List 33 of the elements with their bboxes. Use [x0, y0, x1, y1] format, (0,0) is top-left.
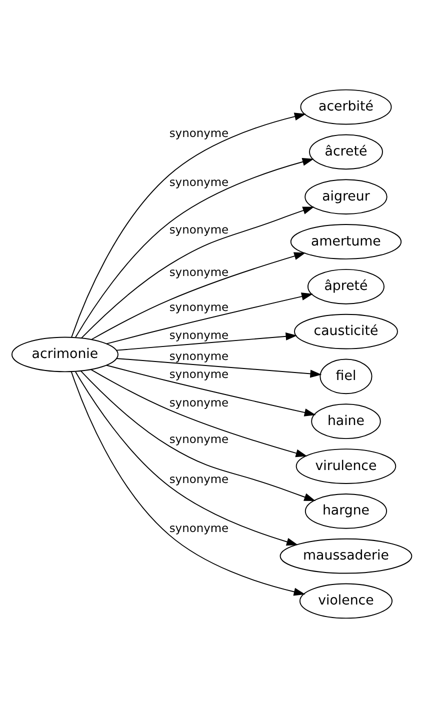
node-ellipse: acerbité	[300, 88, 392, 124]
node-ellipse: causticité	[294, 313, 398, 349]
node-ellipse: acrimonie	[11, 336, 118, 372]
arrow	[80, 370, 316, 500]
arrow	[116, 332, 298, 350]
edge-label: synonyme	[169, 366, 229, 380]
node-ellipse: violence	[299, 582, 393, 618]
edge-label: synonyme	[169, 327, 229, 342]
arrow	[91, 252, 306, 340]
arrow	[71, 112, 306, 338]
arrow	[75, 370, 298, 546]
arrow	[80, 206, 314, 338]
edge-label: synonyme	[169, 395, 229, 410]
edge-label: synonyme	[169, 300, 229, 314]
edge-label: synonyme	[169, 174, 229, 188]
node-ellipse: aigreur	[304, 178, 388, 214]
arrow	[106, 292, 314, 344]
edge-label: synonyme	[169, 520, 229, 534]
arrow	[70, 370, 306, 596]
node-ellipse: âcreté	[309, 134, 383, 170]
arrow	[116, 357, 322, 378]
edge-label: synonyme	[169, 472, 229, 486]
edge-label: synonyme	[169, 126, 229, 140]
node-ellipse: haine	[311, 403, 381, 439]
edge-label: synonyme	[169, 348, 229, 362]
edge-label: synonyme	[169, 431, 229, 446]
edge-label: synonyme	[169, 264, 229, 278]
arrow	[106, 364, 316, 416]
arrow	[90, 368, 308, 457]
node-ellipse: âpreté	[308, 268, 384, 304]
edge-label: synonyme	[169, 222, 229, 236]
node-ellipse: fiel	[320, 358, 372, 394]
arrow	[75, 157, 314, 338]
